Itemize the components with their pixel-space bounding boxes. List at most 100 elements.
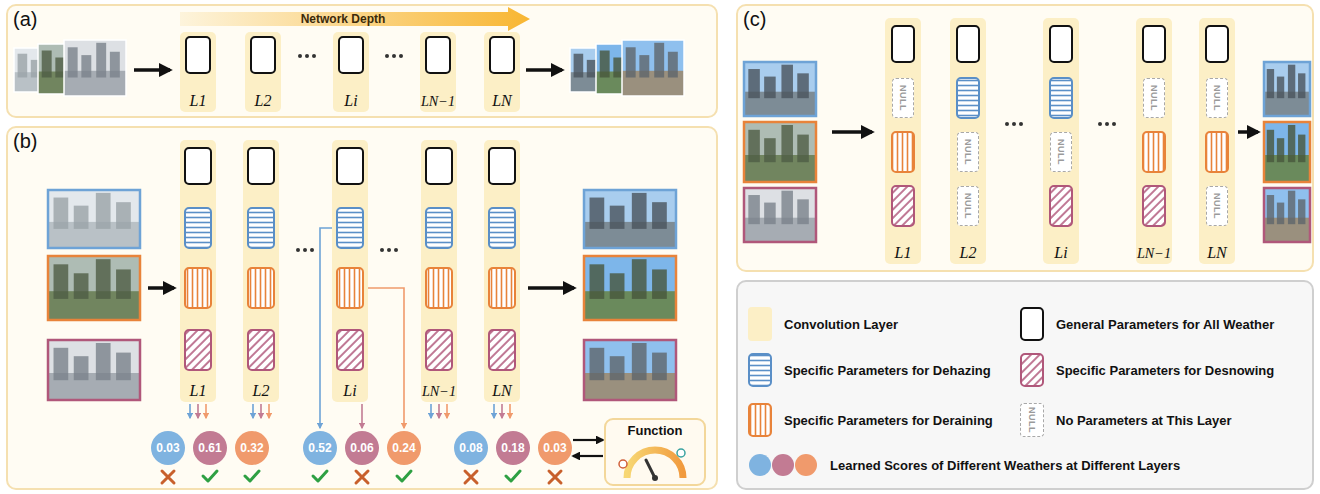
desnow-param-box — [248, 330, 274, 370]
general-param-box — [251, 37, 275, 73]
check-mark — [203, 471, 217, 481]
conv-layer-column: LN−1 — [420, 32, 456, 112]
graphic-part — [614, 57, 624, 77]
dehaze-param-box — [1050, 78, 1072, 118]
legend-item: NULLNo Parameters at This Layer — [1020, 403, 1232, 437]
derain-param-box — [892, 132, 914, 172]
ellipsis-dots — [380, 248, 398, 252]
graphic-part — [54, 348, 69, 380]
graphic-part — [1264, 155, 1310, 182]
layer-label: Li — [343, 382, 356, 400]
layer-label: LN−1 — [422, 382, 456, 400]
graphic-part — [31, 60, 41, 78]
layer-label: LN — [492, 92, 512, 110]
derain-param-box — [749, 404, 771, 436]
graphic-part — [1264, 62, 1310, 116]
layer-label: L1 — [190, 92, 207, 110]
graphic-part — [84, 55, 94, 78]
panel-frame: (c)L1NULLL2NULLNULLLiNULLLN−1NULLLNNULLN… — [736, 4, 1314, 272]
photo — [14, 48, 74, 92]
graphic-part — [55, 58, 65, 78]
graphic-part — [392, 54, 396, 58]
flow-arrow — [197, 404, 199, 418]
flow-arrow — [148, 286, 174, 290]
graphic-part — [764, 77, 776, 99]
cross-mark — [549, 471, 561, 483]
graphic-part — [1267, 69, 1274, 98]
graphic-part — [772, 454, 794, 476]
layer-label: L2 — [253, 382, 270, 400]
graphic-part — [1277, 77, 1284, 99]
layer-label: LN−1 — [421, 92, 455, 110]
graphic-part — [1098, 122, 1102, 126]
graphic-part — [744, 92, 816, 116]
graphic-part — [96, 259, 111, 299]
conv-layer-column: LN — [484, 140, 520, 402]
graphic-part — [1264, 62, 1310, 116]
score-value: 0.18 — [501, 441, 524, 455]
graphic-part — [48, 256, 140, 320]
photo — [1264, 122, 1310, 182]
general-param-box — [957, 26, 979, 62]
graphic-part — [652, 475, 658, 481]
graphic-part — [610, 356, 625, 380]
graphic-part — [632, 193, 647, 229]
dehaze-param-box — [185, 208, 211, 248]
legend-text: No Parameters at This Layer — [1056, 413, 1232, 428]
ellipsis-dots — [1005, 122, 1023, 126]
graphic-part — [632, 259, 647, 299]
graphic-part — [64, 71, 126, 96]
graphic-part — [590, 198, 605, 229]
score-leader — [361, 404, 363, 428]
graphic-part — [797, 73, 809, 98]
flow-arrow — [493, 404, 495, 418]
conv-layer-column: LNNULLNULL — [1199, 18, 1235, 264]
photo — [584, 190, 676, 248]
general-param-box — [892, 26, 914, 62]
connector-arrow — [573, 455, 603, 457]
photo — [744, 122, 816, 182]
null-slot-box: NULL — [1206, 186, 1228, 226]
function-box: Function — [604, 418, 706, 486]
graphic-part — [622, 71, 684, 96]
graphic-part — [1277, 203, 1284, 225]
graphic-part — [116, 269, 131, 298]
connector-arrow — [573, 439, 603, 441]
ellipsis-dots — [1098, 122, 1116, 126]
layer-label: L2 — [960, 244, 977, 262]
desnow-param-box — [1143, 186, 1165, 226]
graphic-part — [596, 72, 658, 95]
conv-layer-column: Li — [332, 140, 368, 402]
photo — [622, 40, 684, 96]
null-slot-box: NULL — [957, 132, 979, 172]
graphic-part — [1264, 122, 1310, 182]
score-circle: 0.18 — [496, 431, 530, 465]
flow-arrow — [1238, 130, 1258, 134]
graphic-part — [584, 190, 676, 248]
graphic-part — [74, 273, 89, 299]
legend-item: Specific Parameters for Dehazing — [748, 353, 991, 387]
graphic-part — [590, 348, 605, 380]
graphic-part — [310, 248, 314, 252]
derain-param-box — [248, 268, 274, 308]
graphic-part — [584, 373, 676, 400]
graphic-part — [14, 48, 74, 92]
flow-arrow — [205, 404, 207, 418]
conv-layer-column: Li — [333, 32, 369, 112]
score-circle: 0.03 — [151, 431, 185, 465]
graphic-part — [610, 206, 625, 229]
graphic-part — [590, 264, 605, 299]
graphic-part — [96, 343, 111, 380]
legend-swatch — [748, 307, 772, 341]
score-value: 0.08 — [459, 441, 482, 455]
graphic-part — [1264, 218, 1310, 242]
score-leader — [368, 288, 404, 428]
graphic-part — [305, 54, 309, 58]
graphic-part — [1012, 122, 1016, 126]
score-circle: 0.61 — [193, 431, 227, 465]
graphic-part — [48, 340, 140, 400]
flow-arrow — [268, 404, 270, 418]
general-param-box — [489, 148, 515, 184]
graphic-part — [632, 343, 647, 380]
graphic-part — [626, 47, 636, 77]
